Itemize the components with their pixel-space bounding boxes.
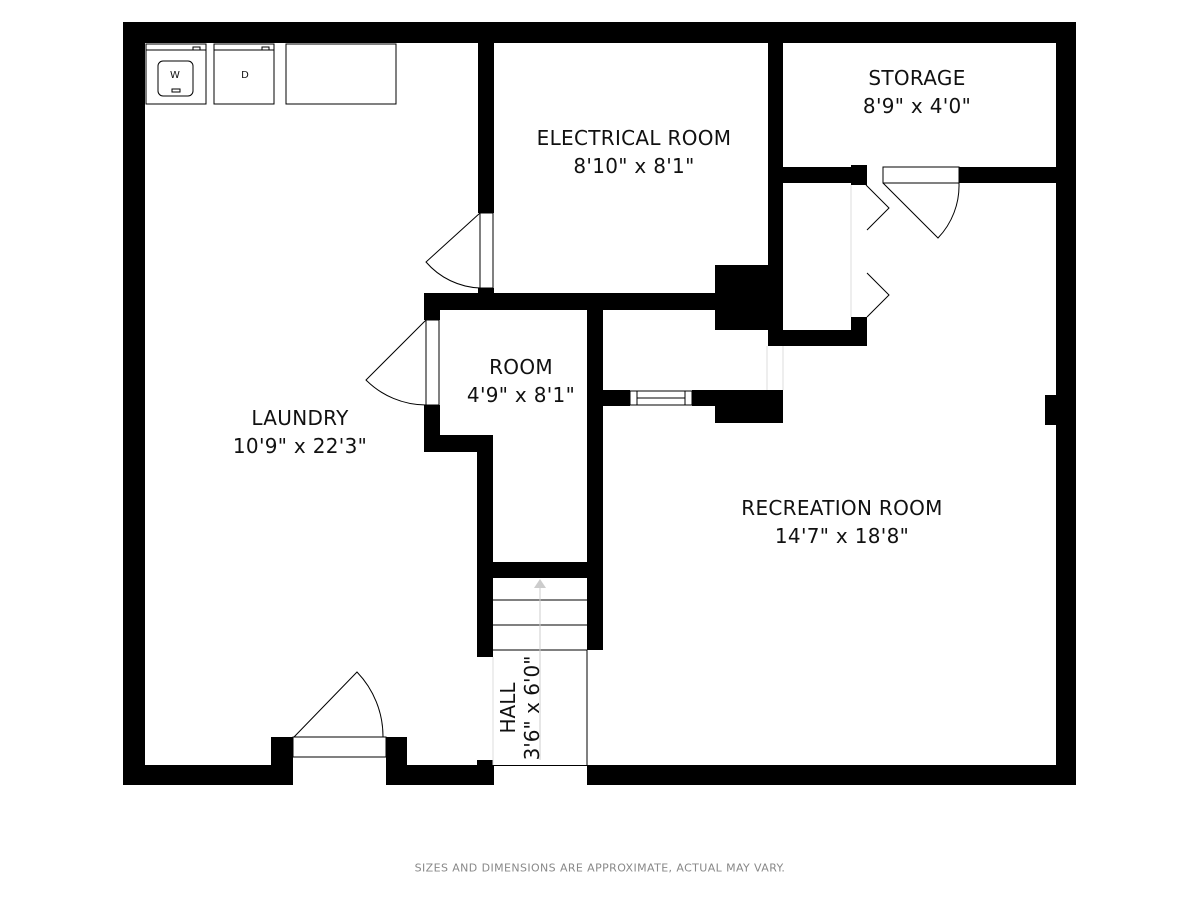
washer-label: W <box>170 70 180 81</box>
room-name: STORAGE <box>868 66 966 90</box>
room-label-electrical: ELECTRICAL ROOM 8'10" x 8'1" <box>537 124 732 180</box>
room-label-recreation: RECREATION ROOM 14'7" x 18'8" <box>741 494 942 550</box>
room-size: 4'9" x 8'1" <box>466 383 576 407</box>
room-label-storage: STORAGE 8'9" x 4'0" <box>863 64 971 120</box>
room-name: ROOM <box>489 355 553 379</box>
room-size: 14'7" x 18'8" <box>774 524 910 548</box>
room-label-hall: HALL 3'6" x 6'0" <box>496 656 544 761</box>
doors <box>292 166 960 758</box>
room-label-laundry: LAUNDRY 10'9" x 22'3" <box>233 404 367 460</box>
room-size: 3'6" x 6'0" <box>520 655 544 761</box>
washer-icon: W <box>145 43 207 105</box>
hall-mask <box>494 766 587 806</box>
counter <box>285 43 397 105</box>
disclaimer: SIZES AND DIMENSIONS ARE APPROXIMATE, AC… <box>414 861 786 875</box>
stair-arrow-icon <box>534 579 546 588</box>
dryer-icon: D <box>213 43 275 105</box>
room-size: 8'10" x 8'1" <box>573 154 695 178</box>
room-name: HALL <box>496 682 520 734</box>
room-size: 8'9" x 4'0" <box>862 94 972 118</box>
window <box>629 390 693 406</box>
stairs <box>492 579 588 765</box>
dryer-label: D <box>241 70 249 81</box>
room-size: 10'9" x 22'3" <box>232 434 368 458</box>
appliances: W D <box>145 43 397 105</box>
room-name: LAUNDRY <box>251 406 349 430</box>
room-name: ELECTRICAL ROOM <box>536 126 732 150</box>
room-name: RECREATION ROOM <box>741 496 943 520</box>
room-label-room: ROOM 4'9" x 8'1" <box>467 353 575 409</box>
